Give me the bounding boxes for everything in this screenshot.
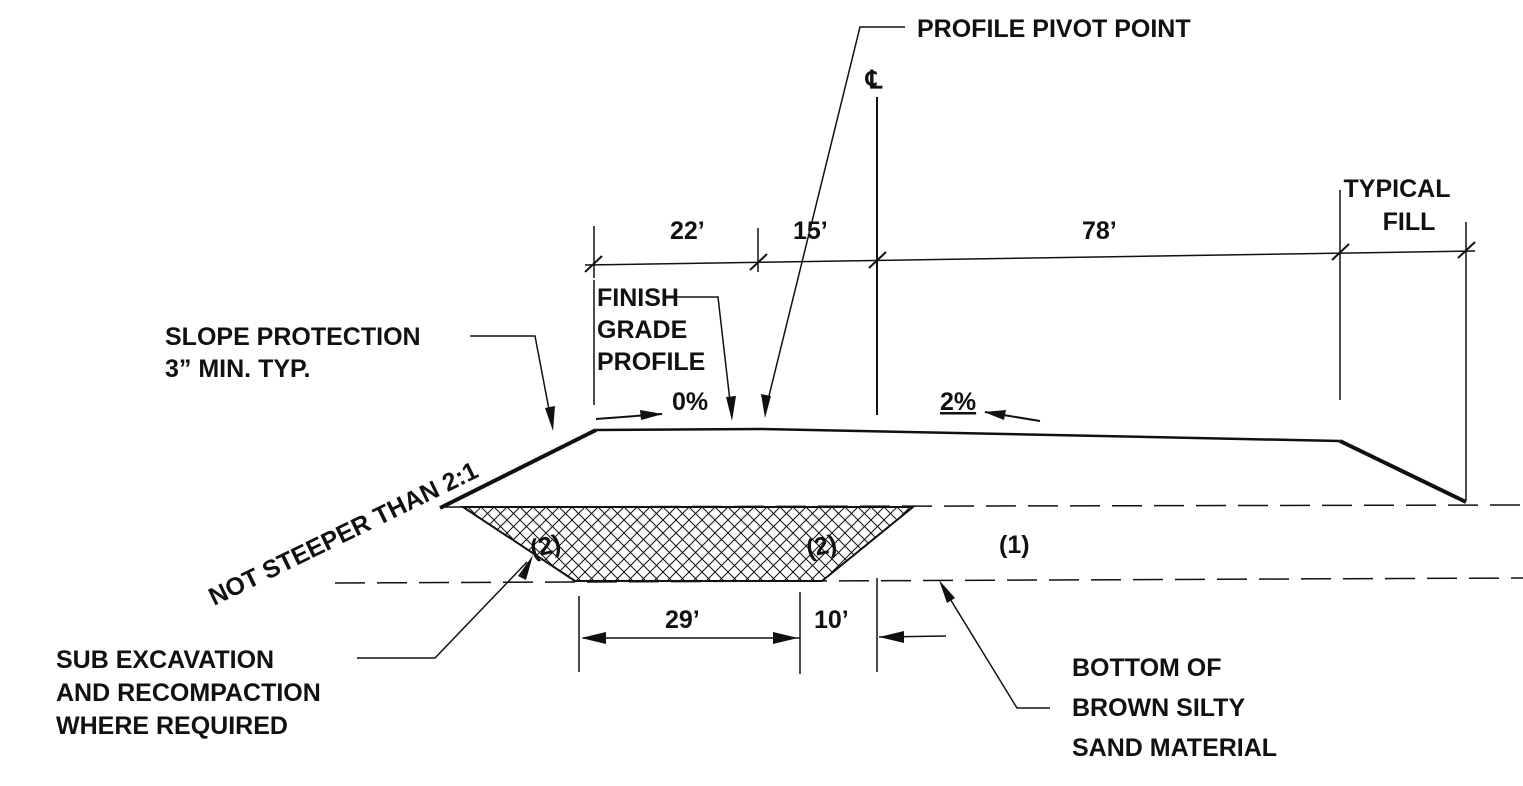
bottom-silty-sand-leader <box>943 588 1050 709</box>
dimension-10: 10’ <box>814 606 849 634</box>
sub-excavation-label: SUB EXCAVATION <box>56 646 274 674</box>
finish-grade-profile-label: FINISH <box>597 284 679 312</box>
sub-excavation-area <box>459 506 916 582</box>
profile-pivot-point-label: PROFILE PIVOT POINT <box>917 15 1191 43</box>
dimension-78: 78’ <box>1082 217 1117 245</box>
centerline-symbol: ℄ <box>865 66 883 94</box>
embankment-profile <box>439 427 1467 510</box>
tick-3 <box>868 251 887 269</box>
reference-lines <box>578 97 1467 674</box>
sub-excavation-label: WHERE REQUIRED <box>56 712 288 740</box>
slope-note-label: NOT STEEPER THAN 2:1 <box>204 456 482 611</box>
top-dimension-line <box>584 250 1476 266</box>
material-1-label: (1) <box>999 531 1030 559</box>
bottom-of-silty-sand-label: BOTTOM OF <box>1072 654 1222 682</box>
arrowhead <box>545 406 555 431</box>
dimension-15: 15’ <box>793 217 828 245</box>
material-2-label-left: (2) <box>528 529 564 563</box>
tick-1 <box>584 255 603 273</box>
bottom-dimension <box>581 631 947 644</box>
slope-protection-leader <box>470 335 552 421</box>
arrowhead <box>518 555 533 580</box>
finish-grade-leader <box>668 296 732 411</box>
finish-grade-line <box>595 427 1341 443</box>
top-dimension <box>584 241 1476 273</box>
finish-grade-profile-label: GRADE <box>597 316 687 344</box>
slope-protection-label: 3” MIN. TYP. <box>165 355 310 383</box>
leaders <box>357 26 1050 709</box>
arrowhead <box>581 632 606 644</box>
arrowhead <box>939 580 955 603</box>
sub-excavation-label: AND RECOMPACTION <box>56 679 321 707</box>
finish-grade-profile-label: PROFILE <box>597 348 705 376</box>
grade-0-percent: 0% <box>672 388 708 416</box>
sub-excavation-leader <box>357 561 528 659</box>
pivot-point-leader <box>765 26 905 409</box>
bottom-of-silty-sand-label: SAND MATERIAL <box>1072 734 1277 762</box>
bottom-of-silty-sand-label: BROWN SILTY <box>1072 694 1245 722</box>
dimension-29: 29’ <box>665 606 700 634</box>
arrowhead <box>761 394 771 418</box>
grade-2-percent: 2% <box>940 388 976 416</box>
fill-slope-right <box>1339 439 1467 504</box>
arrowhead <box>726 396 736 421</box>
arrowhead <box>879 631 904 643</box>
dimension-22: 22’ <box>670 217 705 245</box>
material-2-label-right: (2) <box>804 529 840 563</box>
slope-protection-label: SLOPE PROTECTION <box>165 323 421 351</box>
tick-5 <box>1457 241 1476 259</box>
tick-4 <box>1331 243 1350 261</box>
arrowhead <box>984 410 1006 420</box>
typical-fill-label: TYPICAL <box>1344 175 1451 203</box>
tick-2 <box>749 253 768 271</box>
fill-slope-left <box>439 428 597 510</box>
arrowhead <box>640 410 663 420</box>
typical-fill-label: FILL <box>1383 208 1436 236</box>
bottom-silty-sand-line <box>334 577 1523 584</box>
arrowhead <box>773 632 798 644</box>
